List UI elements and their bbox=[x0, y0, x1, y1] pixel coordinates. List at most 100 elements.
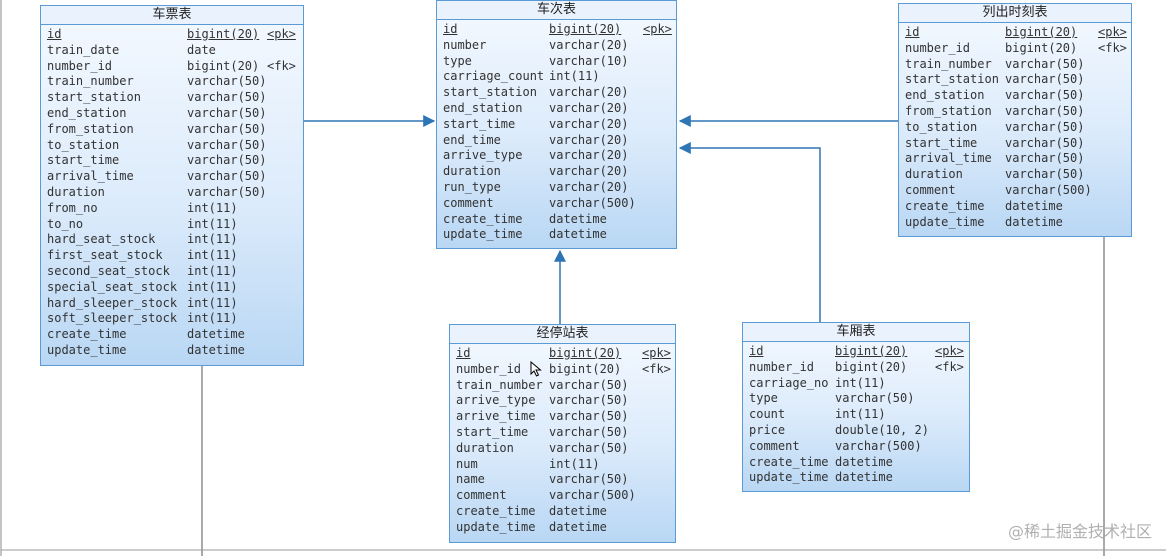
column-name: number_id bbox=[47, 58, 113, 73]
column-name: comment bbox=[443, 195, 494, 210]
column-name: train_number bbox=[47, 74, 134, 89]
column-row[interactable]: create_time datetime bbox=[47, 327, 303, 343]
column-name: train_date bbox=[47, 42, 120, 57]
column-type: int(11) bbox=[187, 232, 238, 247]
column-type: varchar(50) bbox=[549, 377, 629, 392]
column-name: id bbox=[905, 25, 920, 39]
column-type: datetime bbox=[187, 327, 245, 342]
column-type: int(11) bbox=[187, 216, 238, 231]
column-type: varchar(20) bbox=[549, 179, 629, 194]
column-type: varchar(50) bbox=[549, 472, 629, 487]
column-type: int(11) bbox=[835, 407, 886, 422]
column-type: varchar(50) bbox=[187, 90, 267, 105]
column-name: number_id bbox=[456, 361, 522, 376]
column-name: soft_sleeper_stock bbox=[47, 311, 178, 326]
column-name: hard_sleeper_stock bbox=[47, 295, 178, 310]
key-marker: <pk> bbox=[1098, 25, 1127, 39]
column-name: special_seat_stock bbox=[47, 279, 178, 294]
column-name: id bbox=[456, 346, 471, 360]
key-marker: <pk> bbox=[267, 27, 296, 41]
column-name: create_time bbox=[47, 327, 127, 342]
column-type: varchar(20) bbox=[549, 116, 629, 131]
column-name: type bbox=[443, 53, 472, 68]
column-type: double(10, 2) bbox=[835, 422, 929, 437]
column-name: comment bbox=[749, 438, 800, 453]
